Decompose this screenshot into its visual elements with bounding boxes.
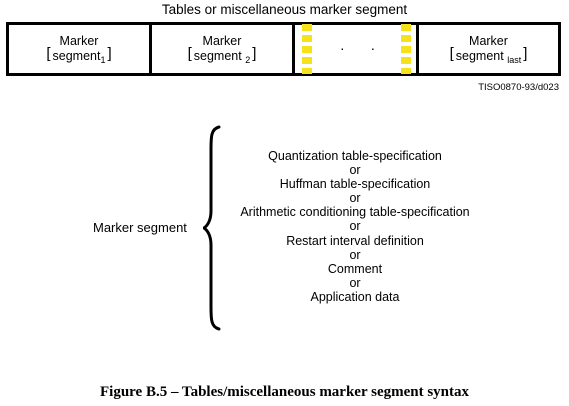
close-bracket: ] [107, 44, 112, 62]
segment-2-line1: Marker [202, 33, 242, 48]
marker-segment-label: Marker segment [93, 220, 187, 235]
open-bracket: [ [46, 44, 51, 62]
option-or: or [349, 163, 361, 178]
segment-1-line2: segment [52, 48, 101, 63]
marker-segment-2-box: [ Marker segment 2 ] [149, 22, 295, 76]
option-arithmetic: Arithmetic conditioning table-specificat… [240, 205, 470, 220]
option-restart-interval: Restart interval definition [286, 233, 424, 248]
option-or: or [349, 247, 361, 262]
segment-1-subscript: 1 [100, 54, 106, 65]
segment-last-subscript: last [507, 54, 522, 65]
option-or: or [349, 275, 361, 290]
option-huffman: Huffman table-specification [279, 177, 431, 192]
segment-sequence-bar [6, 22, 561, 76]
marker-segment-last-box: [ Marker segment last ] [416, 22, 561, 76]
break-marker-left [302, 24, 312, 74]
curly-brace-icon [203, 125, 221, 331]
close-bracket: ] [252, 44, 257, 62]
segment-last-line2: segment [455, 48, 504, 63]
break-marker-right [401, 24, 411, 74]
marker-segment-1-box: [ Marker segment1 ] [6, 22, 152, 76]
segment-last-line1: Marker [469, 33, 508, 48]
segment-1-line1: Marker [59, 33, 99, 48]
segment-options-list: Quantization table-specification or Huff… [226, 149, 484, 304]
reference-code: TISO0870-93/d023 [478, 82, 559, 93]
open-bracket: [ [187, 44, 192, 62]
close-bracket: ] [523, 44, 528, 62]
option-application-data: Application data [310, 289, 400, 304]
option-or: or [349, 191, 361, 206]
segment-2-line2: segment [193, 48, 242, 63]
figure-caption: Figure B.5 – Tables/miscellaneous marker… [99, 384, 470, 400]
ellipsis: · · · [340, 40, 417, 56]
segment-2-subscript: 2 [245, 54, 251, 65]
option-or: or [349, 219, 361, 234]
option-quantization: Quantization table-specification [268, 149, 442, 163]
option-comment: Comment [327, 261, 383, 276]
diagram-title: Tables or miscellaneous marker segment [161, 2, 408, 17]
open-bracket: [ [449, 44, 454, 62]
